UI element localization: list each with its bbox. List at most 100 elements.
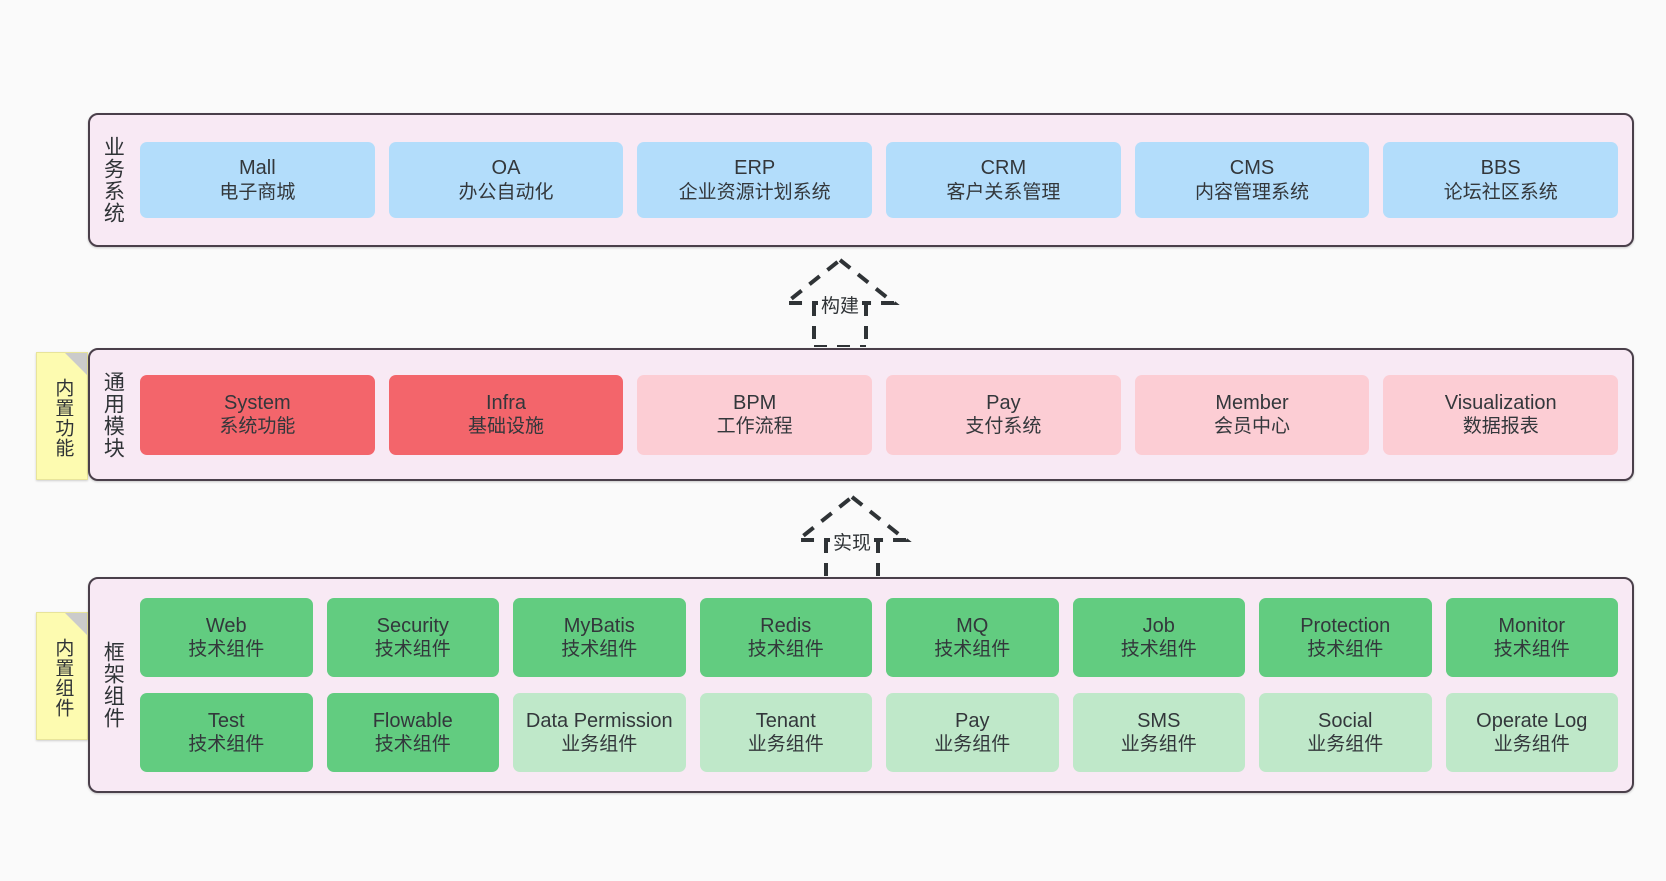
module-card-system[interactable]: System 系统功能 [140,374,375,455]
sticky-note-label: 内置组件 [52,638,74,718]
module-card-bbs[interactable]: BBS 论坛社区系统 [1383,142,1619,218]
module-desc: 客户关系管理 [946,181,1061,203]
module-card-redis[interactable]: Redis 技术组件 [699,598,872,677]
module-card-web[interactable]: Web 技术组件 [140,598,313,677]
module-card-job[interactable]: Job 技术组件 [1072,598,1245,677]
module-card-security[interactable]: Security 技术组件 [326,598,499,677]
module-name: Test [207,709,245,732]
module-name: BBS [1480,157,1521,180]
module-desc: 论坛社区系统 [1443,181,1558,203]
module-name: BPM [733,391,777,414]
connector-label-realize: 实现 [829,528,875,555]
module-name: System [223,391,291,414]
module-desc: 技术组件 [561,639,638,661]
module-card-monitor[interactable]: Monitor 技术组件 [1445,598,1618,677]
module-name: Data Permission [525,709,673,732]
module-card-pay-business[interactable]: Pay 业务组件 [886,693,1059,772]
module-desc: 会员中心 [1214,416,1291,438]
card-row: Mall 电子商城 OA 办公自动化 ERP 企业资源计划系统 CRM 客户关系… [140,142,1619,218]
module-name: ERP [734,157,776,180]
module-name: Visualization [1444,391,1557,414]
module-name: Tenant [755,709,816,732]
module-desc: 业务组件 [561,734,638,756]
module-desc: 技术组件 [374,639,451,661]
module-name: Protection [1300,614,1391,637]
sticky-note-builtin-function: 内置功能 [36,352,88,480]
module-card-crm[interactable]: CRM 客户关系管理 [886,142,1121,218]
layer-body-framework-component: Web 技术组件 Security 技术组件 MyBatis 技术组件 Redi… [134,579,1632,791]
module-card-infra[interactable]: Infra 基础设施 [388,374,624,455]
layer-body-business-system: Mall 电子商城 OA 办公自动化 ERP 企业资源计划系统 CRM 客户关系… [134,115,1632,245]
module-desc: 技术组件 [934,639,1011,661]
connector-build: 构建 [760,255,920,349]
module-card-erp[interactable]: ERP 企业资源计划系统 [637,142,873,218]
module-name: MQ [956,614,989,637]
module-name: Infra [485,391,527,414]
module-card-mq[interactable]: MQ 技术组件 [886,598,1059,677]
module-name: Job [1142,614,1175,637]
module-desc: 电子商城 [219,181,296,203]
module-desc: 技术组件 [747,639,824,661]
module-card-pay[interactable]: Pay 支付系统 [886,374,1121,455]
module-name: SMS [1137,709,1181,732]
module-desc: 支付系统 [965,416,1042,438]
module-card-protection[interactable]: Protection 技术组件 [1259,598,1432,677]
module-desc: 技术组件 [188,734,265,756]
module-name: OA [491,157,521,180]
module-name: Redis [760,614,812,637]
module-desc: 技术组件 [374,734,451,756]
connector-realize: 实现 [772,492,932,586]
module-name: Security [376,614,449,637]
module-name: Web [205,614,247,637]
module-name: CRM [980,157,1027,180]
module-card-test[interactable]: Test 技术组件 [140,693,313,772]
module-card-social[interactable]: Social 业务组件 [1259,693,1432,772]
module-card-bpm[interactable]: BPM 工作流程 [637,374,873,455]
module-card-cms[interactable]: CMS 内容管理系统 [1134,142,1370,218]
module-name: Pay [955,709,990,732]
module-name: Member [1215,391,1289,414]
module-desc: 工作流程 [716,416,793,438]
module-desc: 办公自动化 [458,181,554,203]
layer-framework-component: 框架组件 Web 技术组件 Security 技术组件 MyBatis 技术组件… [88,577,1634,793]
module-card-member[interactable]: Member 会员中心 [1134,374,1370,455]
layer-body-common-module: System 系统功能 Infra 基础设施 BPM 工作流程 Pay 支付系统… [134,350,1632,479]
module-name: Pay [986,391,1021,414]
module-card-oa[interactable]: OA 办公自动化 [388,142,624,218]
layer-title-framework-component: 框架组件 [101,641,125,729]
module-desc: 业务组件 [747,734,824,756]
layer-title-common-module: 通用模块 [101,370,125,459]
connector-label-build: 构建 [817,291,863,318]
card-row: Web 技术组件 Security 技术组件 MyBatis 技术组件 Redi… [140,598,1618,677]
module-card-mall[interactable]: Mall 电子商城 [140,142,375,218]
module-desc: 业务组件 [1120,734,1197,756]
module-desc: 技术组件 [1493,639,1570,661]
module-desc: 技术组件 [1307,639,1384,661]
module-desc: 技术组件 [188,639,265,661]
module-name: Mall [239,157,276,180]
module-desc: 技术组件 [1120,639,1197,661]
module-desc: 内容管理系统 [1195,181,1310,203]
module-card-flowable[interactable]: Flowable 技术组件 [326,693,499,772]
module-card-sms[interactable]: SMS 业务组件 [1072,693,1245,772]
module-desc: 业务组件 [1307,734,1384,756]
module-name: CMS [1229,157,1275,180]
module-name: Monitor [1498,614,1566,637]
card-row: Test 技术组件 Flowable 技术组件 Data Permission … [140,693,1618,772]
module-card-data-permission[interactable]: Data Permission 业务组件 [513,693,686,772]
module-desc: 系统功能 [219,416,296,438]
layer-title-business-system: 业务系统 [101,136,125,224]
module-card-tenant[interactable]: Tenant 业务组件 [699,693,872,772]
module-name: Social [1318,709,1373,732]
module-desc: 业务组件 [934,734,1011,756]
module-card-mybatis[interactable]: MyBatis 技术组件 [513,598,686,677]
layer-common-module: 通用模块 System 系统功能 Infra 基础设施 BPM 工作流程 Pay… [88,348,1634,481]
sticky-note-builtin-component: 内置组件 [36,612,88,740]
module-desc: 业务组件 [1493,734,1570,756]
module-card-visualization[interactable]: Visualization 数据报表 [1383,374,1619,455]
card-row: System 系统功能 Infra 基础设施 BPM 工作流程 Pay 支付系统… [140,374,1619,455]
module-name: MyBatis [563,614,635,637]
module-card-operate-log[interactable]: Operate Log 业务组件 [1445,693,1618,772]
module-desc: 企业资源计划系统 [678,181,831,203]
